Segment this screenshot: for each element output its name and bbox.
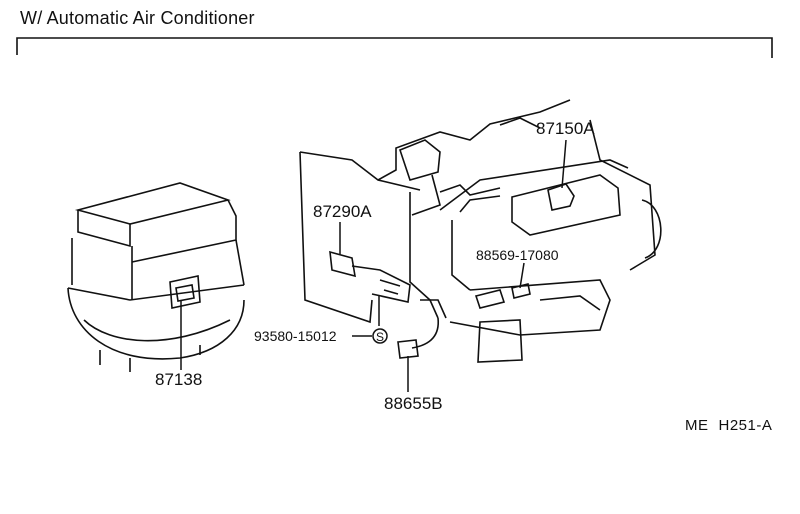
part-label-87150A: 87150A (536, 119, 595, 138)
blower-unit-drawing (67, 182, 245, 372)
standard-part-symbol: S (372, 328, 388, 344)
leader-lines (180, 139, 567, 392)
diagram-title: W/ Automatic Air Conditioner (20, 8, 255, 28)
part-label-88569-17080: 88569-17080 (476, 247, 559, 263)
standard-part-mark: S (376, 330, 384, 344)
part-label-87138: 87138 (155, 370, 203, 389)
component-details (329, 250, 531, 359)
footer-code-h251a: H251-A (718, 417, 773, 434)
footer-code-me: ME (685, 417, 709, 434)
diagram-footer: ME H251-A (685, 417, 772, 434)
part-label-88655B: 88655B (384, 394, 443, 413)
ac-housing-drawing (299, 99, 662, 363)
part-label-93580-15012: 93580-15012 (254, 328, 337, 344)
frame-bracket (16, 37, 773, 58)
part-label-87290A: 87290A (313, 202, 372, 221)
